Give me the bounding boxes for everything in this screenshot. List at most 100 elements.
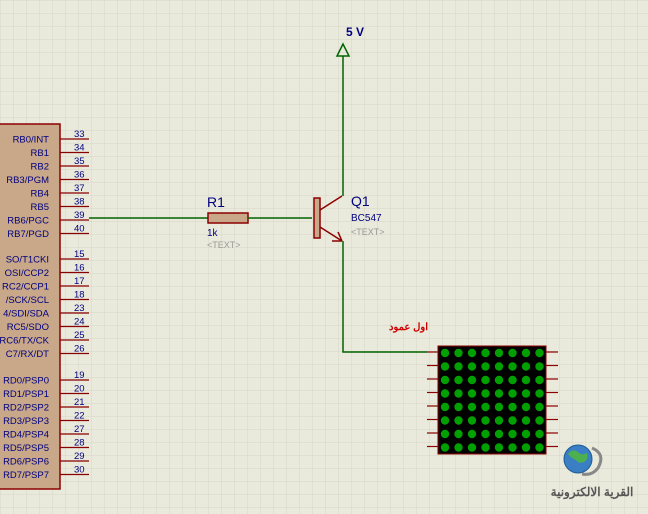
matrix-led bbox=[481, 429, 490, 439]
mcu-pin-name: RD3/PSP3 bbox=[3, 416, 49, 427]
matrix-led bbox=[440, 362, 450, 371]
mcu-pin-name: RB4 bbox=[31, 189, 49, 200]
mcu-pin-name: OSI/CCP2 bbox=[5, 268, 49, 279]
matrix-led bbox=[467, 443, 477, 452]
mcu-pin-name: RC2/CCP1 bbox=[2, 282, 49, 293]
mcu-pin-name: RD1/PSP1 bbox=[3, 389, 49, 400]
matrix-led bbox=[535, 429, 544, 439]
mcu-pin-number: 28 bbox=[74, 438, 85, 449]
mcu-pin-number: 37 bbox=[74, 183, 85, 194]
mcu-pin-number: 26 bbox=[74, 344, 85, 355]
matrix-led bbox=[481, 362, 490, 371]
matrix-led bbox=[535, 375, 544, 385]
mcu-pin-name: RC6/TX/CK bbox=[0, 336, 50, 347]
matrix-led bbox=[521, 389, 531, 398]
matrix-led bbox=[467, 348, 477, 358]
matrix-led bbox=[440, 443, 450, 452]
mcu-pin-name: RD5/PSP5 bbox=[3, 443, 49, 454]
resistor-text-placeholder: <TEXT> bbox=[207, 240, 241, 250]
matrix-led bbox=[481, 443, 490, 452]
matrix-led bbox=[494, 402, 504, 412]
matrix-led bbox=[440, 429, 450, 439]
mcu-pin-name: RB2 bbox=[31, 162, 49, 173]
matrix-led bbox=[508, 362, 517, 371]
mcu-pin-name: SO/T1CKI bbox=[6, 255, 49, 266]
mcu-pin-name: RB5 bbox=[31, 202, 49, 213]
matrix-led bbox=[467, 402, 477, 412]
matrix-led bbox=[454, 402, 463, 412]
watermark-text: القرية الالكترونية bbox=[551, 485, 634, 500]
transistor-text-placeholder: <TEXT> bbox=[351, 227, 385, 237]
matrix-led bbox=[481, 348, 490, 358]
supply-label: 5 V bbox=[346, 25, 364, 39]
mcu-pin-number: 27 bbox=[74, 424, 85, 435]
matrix-led bbox=[521, 416, 531, 425]
matrix-led bbox=[467, 362, 477, 371]
mcu-pin-number: 20 bbox=[74, 384, 85, 395]
matrix-led bbox=[508, 429, 517, 439]
matrix-led bbox=[454, 416, 463, 425]
resistor-body bbox=[207, 212, 249, 224]
matrix-led bbox=[440, 375, 450, 385]
matrix-led bbox=[454, 375, 463, 385]
matrix-led bbox=[481, 402, 490, 412]
matrix-led bbox=[481, 375, 490, 385]
matrix-led bbox=[440, 416, 450, 425]
transistor-part: BC547 bbox=[351, 213, 382, 224]
mcu-pin-name: RB0/INT bbox=[13, 135, 50, 146]
mcu-pin-number: 19 bbox=[74, 370, 85, 381]
mcu-pin-number: 23 bbox=[74, 303, 85, 314]
matrix-led bbox=[440, 389, 450, 398]
matrix-led bbox=[481, 389, 490, 398]
led-matrix-left-pins bbox=[427, 351, 438, 448]
mcu-pin-name: RD0/PSP0 bbox=[3, 376, 49, 387]
wire-emitter-matrix[interactable] bbox=[342, 241, 427, 353]
matrix-led bbox=[494, 375, 504, 385]
transistor-q1[interactable]: Q1 BC547 <TEXT> bbox=[313, 193, 385, 242]
globe-land bbox=[568, 450, 588, 463]
matrix-led bbox=[494, 443, 504, 452]
matrix-led bbox=[494, 389, 504, 398]
matrix-led bbox=[467, 389, 477, 398]
mcu-pin-number: 38 bbox=[74, 197, 85, 208]
matrix-led bbox=[535, 389, 544, 398]
annotation-label: اول عمود bbox=[389, 322, 428, 333]
mcu-pin-name: RD2/PSP2 bbox=[3, 403, 49, 414]
mcu-pin-name: 4/SDI/SDA bbox=[3, 309, 50, 320]
matrix-led bbox=[521, 429, 531, 439]
mcu-pin-number: 33 bbox=[74, 129, 85, 140]
matrix-led bbox=[494, 348, 504, 358]
led-matrix-leds bbox=[440, 348, 544, 452]
matrix-led bbox=[467, 429, 477, 439]
mcu-pin-number: 18 bbox=[74, 290, 85, 301]
mcu-pin-number: 29 bbox=[74, 451, 85, 462]
mcu-pin-name: C7/RX/DT bbox=[6, 349, 49, 360]
matrix-led bbox=[535, 362, 544, 371]
mcu-pin-name: RD7/PSP7 bbox=[3, 470, 49, 481]
mcu-pin-number: 25 bbox=[74, 330, 85, 341]
mcu-pin-name: RB3/PGM bbox=[6, 175, 49, 186]
transistor-emitter-arrow bbox=[332, 231, 343, 242]
mcu-pin-number: 40 bbox=[74, 224, 85, 235]
mcu-pin-name: RD6/PSP6 bbox=[3, 457, 49, 468]
mcu-pin-name: RD4/PSP4 bbox=[3, 430, 49, 441]
mcu-pin-name: RC5/SDO bbox=[7, 322, 49, 333]
mcu-pin-number: 15 bbox=[74, 249, 85, 260]
mcu-pin-number: 16 bbox=[74, 263, 85, 274]
matrix-led bbox=[508, 348, 517, 358]
mcu-pin-number: 39 bbox=[74, 210, 85, 221]
mcu-pin-number: 36 bbox=[74, 170, 85, 181]
matrix-led bbox=[521, 443, 531, 452]
matrix-led bbox=[521, 348, 531, 358]
matrix-led bbox=[535, 348, 544, 358]
matrix-led bbox=[521, 402, 531, 412]
resistor-value: 1k bbox=[207, 228, 219, 239]
matrix-led bbox=[535, 443, 544, 452]
led-matrix[interactable] bbox=[427, 345, 558, 455]
matrix-led bbox=[467, 375, 477, 385]
matrix-led bbox=[535, 416, 544, 425]
